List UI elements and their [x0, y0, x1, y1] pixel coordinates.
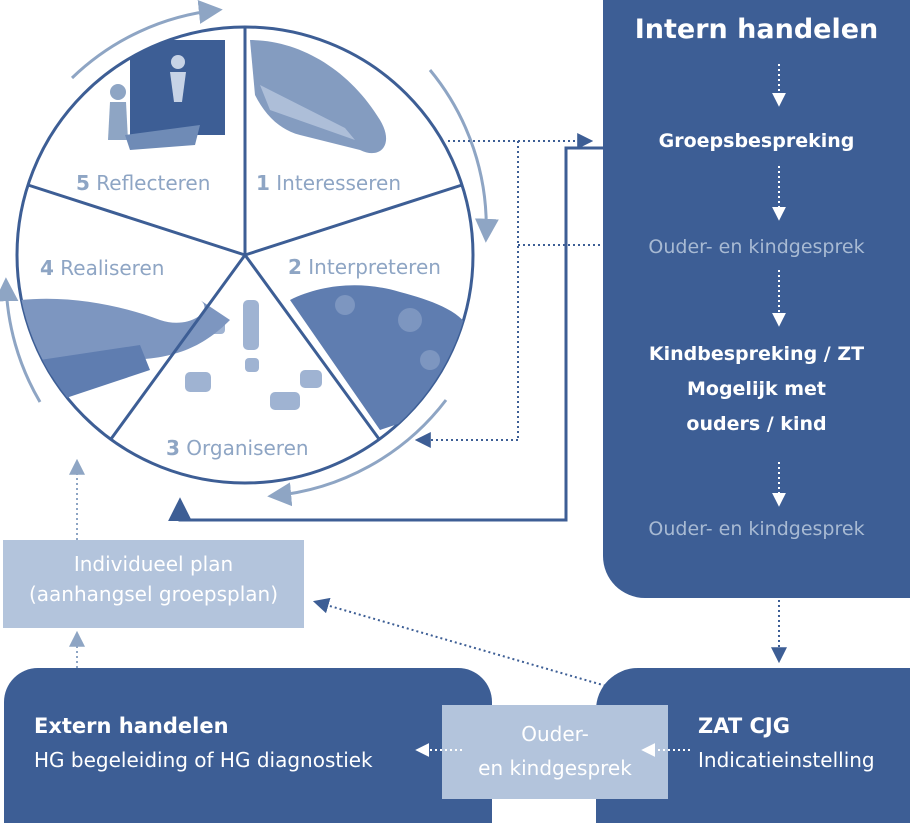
individueel-plan-line2: (aanhangsel groepsplan) — [28, 582, 279, 606]
phase-3-label: 3 Organiseren — [166, 436, 309, 460]
extern-title: Extern handelen — [34, 714, 229, 738]
extern-subtitle: HG begeleiding of HG diagnostiek — [34, 748, 373, 772]
cycle-arrow-top — [70, 0, 223, 80]
phase-4-label: 4 Realiseren — [40, 256, 165, 280]
step-ouder-kindgesprek-1: Ouder- en kindgesprek — [648, 236, 865, 258]
zat-title: ZAT CJG — [698, 714, 790, 738]
hand-pointing-icon — [250, 40, 387, 154]
individueel-plan-box: Individueel plan (aanhangsel groepsplan) — [3, 540, 304, 628]
extern-panel: Extern handelen HG begeleiding of HG dia… — [4, 668, 492, 823]
step-groepsbespreking: Groepsbespreking — [658, 130, 855, 152]
intern-panel-arrows — [772, 64, 786, 507]
people-figures-icon — [108, 40, 225, 150]
intern-panel: Intern handelen Groepsbespreking Ouder- … — [603, 0, 910, 598]
step-ouder-kindgesprek-2: Ouder- en kindgesprek — [648, 518, 865, 540]
zat-subtitle: Indicatieinstelling — [698, 748, 875, 772]
phase-1-label: 1 Interesseren — [256, 171, 401, 195]
intern-title: Intern handelen — [634, 14, 879, 45]
cycle-arrow-left — [0, 277, 42, 403]
cycle-arrow-right — [428, 69, 499, 243]
step-kindbespreking-2: Mogelijk met — [686, 378, 826, 400]
hands-icon — [20, 298, 230, 400]
phase-4-number: 4 — [40, 256, 54, 280]
phase-3-number: 3 — [166, 436, 180, 460]
ouder-kindgesprek-line1: Ouder- — [521, 722, 589, 746]
ouder-kindgesprek-box: Ouder- en kindgesprek — [442, 705, 668, 799]
step-kindbespreking-3: ouders / kind — [686, 413, 827, 435]
puzzle-icon — [290, 285, 470, 430]
step-kindbespreking-1: Kindbespreking / ZT — [648, 343, 865, 365]
cycle-arrow-bottom — [267, 399, 448, 507]
ouder-kindgesprek-line2: en kindgesprek — [478, 756, 632, 780]
phase-5-label: 5 Reflecteren — [76, 171, 211, 195]
phase-1-number: 1 — [256, 171, 270, 195]
phase-2-number: 2 — [288, 255, 302, 279]
individueel-plan-line1: Individueel plan — [73, 552, 234, 576]
phase-2-label: 2 Interpreteren — [288, 255, 441, 279]
feedback-arrow — [168, 146, 603, 522]
phase-5-number: 5 — [76, 171, 90, 195]
